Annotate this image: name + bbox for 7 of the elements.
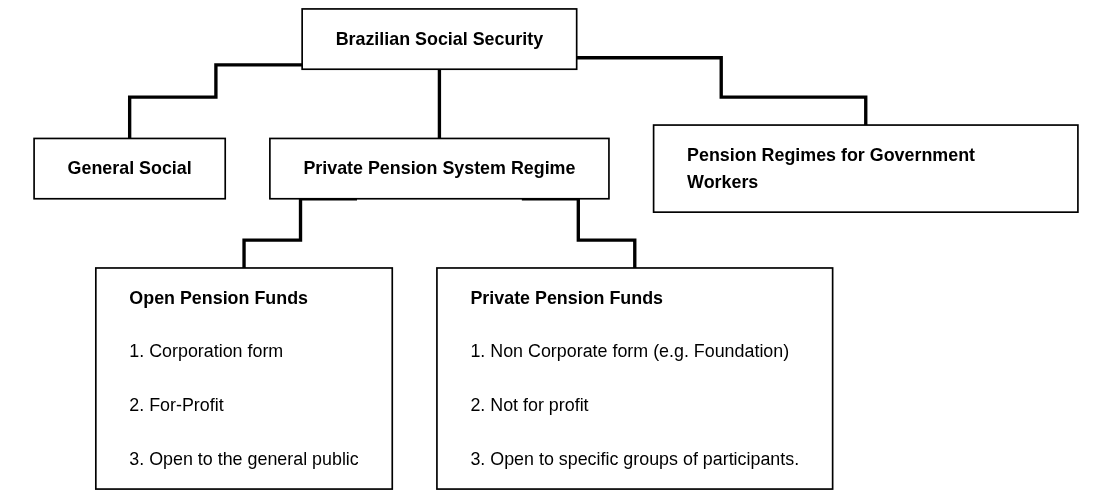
node-box: Private Pension System Regime [269, 137, 610, 200]
connector [576, 56, 868, 127]
node-box: General Social [33, 137, 227, 200]
node-box: Private Pension Funds 1. Non Corporate form (e.g. Foundation) 2. Not for profit 3. Open to specific groups of participants. [436, 267, 834, 490]
node-box: Pension Regimes for Government Workers [652, 124, 1079, 213]
node-box: Open Pension Funds 1. Corporation form 2. For-Profit 3. Open to the general public [95, 267, 394, 490]
node-box: Brazilian Social Security [301, 8, 578, 71]
